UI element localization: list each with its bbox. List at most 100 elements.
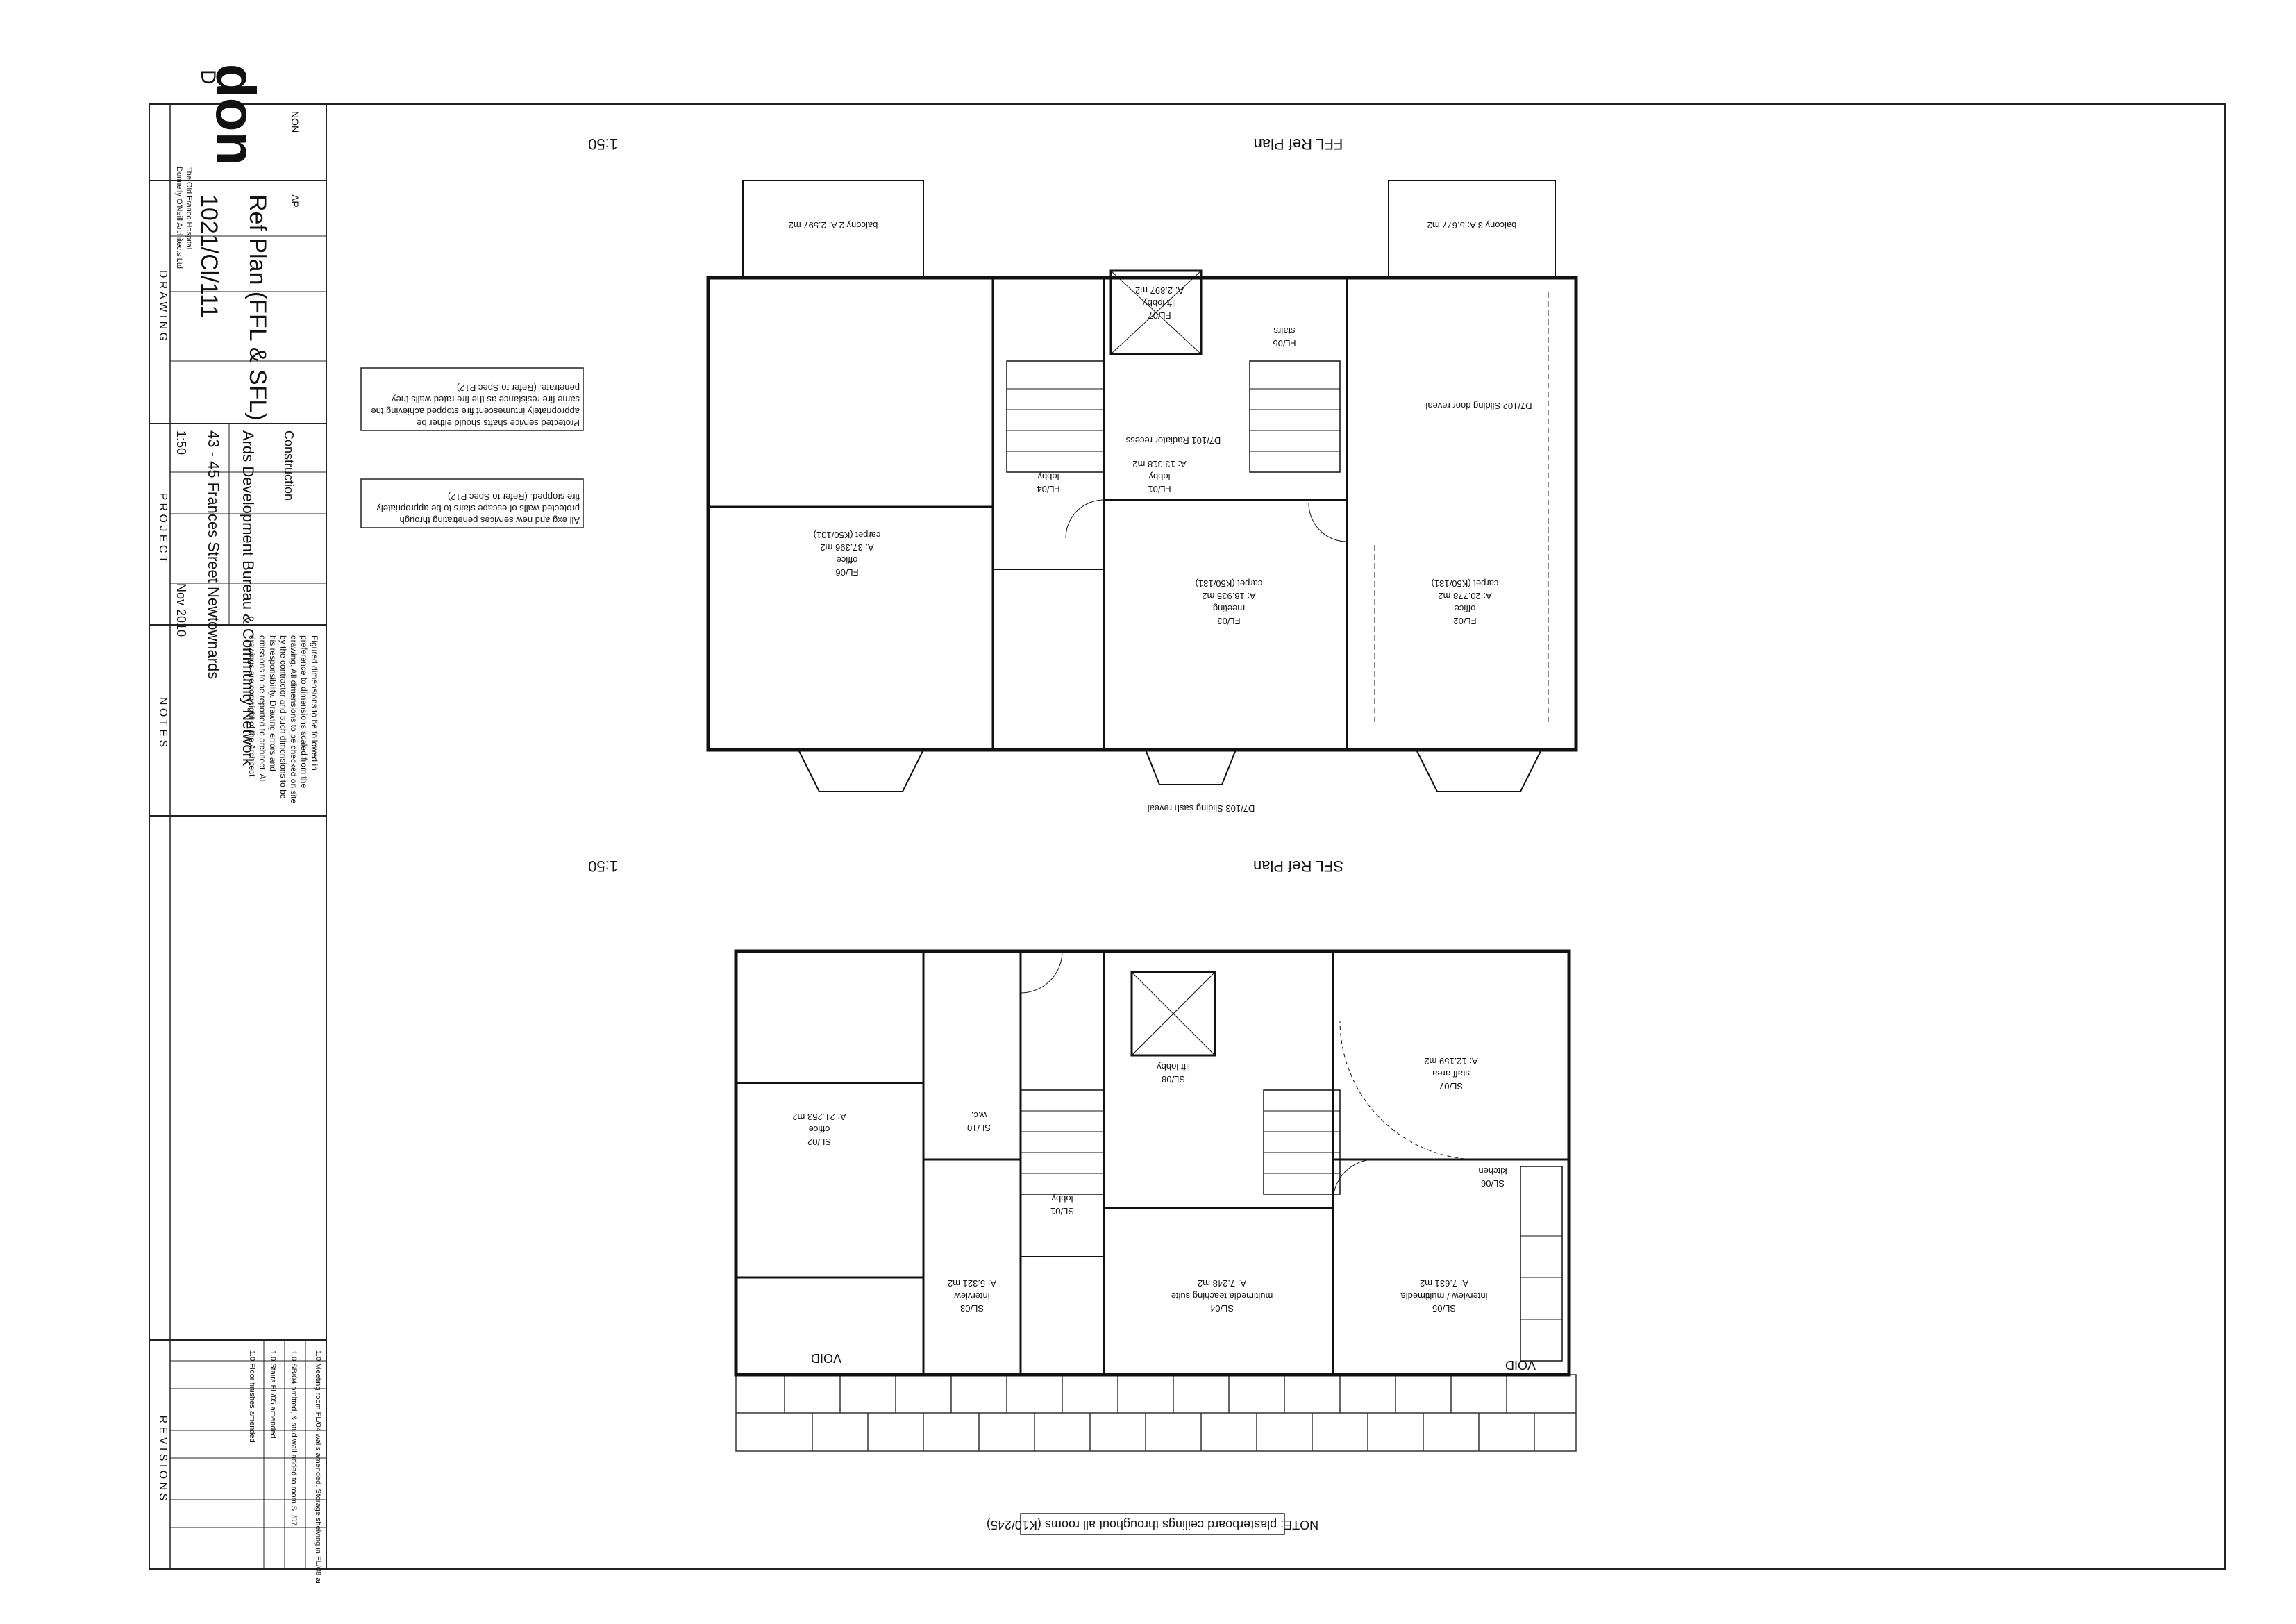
room-sl-05-name: interview / multimedia (1400, 1291, 1488, 1301)
room-sl-07-name: staff area (1432, 1069, 1470, 1079)
callout-sliding-sash: D7/103 Sliding sash reveal (1148, 803, 1255, 814)
ffl-plan-title: FFL Ref Plan (1254, 135, 1343, 153)
revisions-heading: R E V I S I O N S (157, 1416, 169, 1501)
balcony-3: balcony 3 A: 5.677 m2 (1427, 220, 1517, 231)
sfl-walls (734, 949, 1571, 1377)
room-fl-01-code: FL/01 (1148, 484, 1171, 494)
room-sl-05-code: SL/05 (1432, 1303, 1456, 1314)
revision-row-a: 1.0 Meeting room FL/04 walls amended. St… (314, 1350, 322, 1612)
room-sl-07-code: SL/07 (1439, 1081, 1463, 1091)
client-name: Ards Development Bureau & Community Netw… (240, 430, 257, 767)
room-sl-10-code: SL/10 (967, 1123, 991, 1133)
sfl-plan-title: SFL Ref Plan (1253, 857, 1343, 875)
logo: don (205, 64, 267, 166)
fire-notes: All exg and new services penetrating thr… (360, 367, 584, 528)
room-sl-10-name: w.c. (971, 1110, 987, 1121)
room-sl-06-name: kitchen (1478, 1166, 1507, 1176)
stage-value: Construction (282, 430, 296, 501)
room-sl-03-code: SL/03 (960, 1303, 984, 1314)
notes-box: Figured dimensions to be followed in pre… (247, 635, 319, 804)
room-fl-01-area: A: 13.318 m2 (1132, 459, 1186, 469)
room-fl-06-name: office (837, 555, 858, 565)
room-sl-04-code: SL/04 (1210, 1303, 1234, 1314)
room-fl-04-code: FL/04 (1037, 484, 1059, 494)
room-sl-08-name: lift lobby (1157, 1062, 1190, 1072)
room-fl-03-finish: carpet (K50/131) (1196, 578, 1263, 589)
balcony-2: balcony 2 A: 2.597 m2 (789, 220, 878, 231)
drawing-sheet: don Donnelly O'Neill Architects Ltd The … (56, 56, 2243, 1612)
room-fl-07-code: FL/07 (1148, 310, 1171, 321)
room-fl-03-name: meeting (1213, 603, 1245, 614)
room-sl-02-code: SL/02 (807, 1137, 831, 1147)
room-sl-04-name: multimedia teaching suite (1171, 1291, 1273, 1301)
sfl-room-labels: SL/05 interview / multimedia A: 7.631 m2… (792, 1056, 1536, 1372)
room-sl-05-area: A: 7.631 m2 (1420, 1278, 1468, 1289)
void-right: VOID (811, 1351, 841, 1365)
date-value: Nov 2010 (174, 583, 188, 637)
room-sl-01-name: lobby (1051, 1194, 1073, 1204)
ffl-walls (706, 180, 1578, 792)
drawn-by: AP (290, 194, 301, 208)
revision-row-d: 1.0 Floor finishes amended (248, 1350, 256, 1443)
room-fl-03-area: A: 18.935 m2 (1202, 591, 1255, 601)
svg-text:1.0 SB/04 omitted, & stud wall: 1.0 SB/04 omitted, & stud wall added to … (290, 1350, 298, 1528)
room-fl-07-area: A: 2.897 m2 (1135, 285, 1184, 296)
svg-text:1.0 Floor finishes amended: 1.0 Floor finishes amended (248, 1350, 256, 1443)
room-sl-02-area: A: 21.253 m2 (792, 1112, 846, 1122)
room-sl-06-code: SL/06 (1481, 1178, 1505, 1189)
notes-text: Figured dimensions to be followed in pre… (247, 635, 319, 804)
ffl-plan: FFL Ref Plan 1:50 (360, 135, 1578, 814)
logo-text: don (205, 64, 267, 166)
room-sl-07-area: A: 12.159 m2 (1424, 1056, 1477, 1066)
drawing-canvas: don Donnelly O'Neill Architects Ltd The … (149, 64, 2226, 1612)
svg-text:1.0 Meeting room FL/04 walls a: 1.0 Meeting room FL/04 walls amended. St… (314, 1350, 322, 1583)
sfl-plan-scale: 1:50 (588, 857, 618, 875)
title-block: don Donnelly O'Neill Architects Ltd The … (149, 64, 327, 1612)
fire-note-2: Protected service shafts should either b… (371, 383, 580, 428)
room-fl-01-name: lobby (1148, 471, 1171, 482)
rotated-drawing: don Donnelly O'Neill Architects Ltd The … (56, 56, 2243, 1612)
revision-letter: D (196, 69, 219, 85)
callout-sliding-door: D7/102 Sliding door reveal (1425, 401, 1532, 411)
ceiling-note: NOTE: plasterboard ceilings throughout a… (987, 1518, 1318, 1532)
firm-details: Donnelly O'Neill Architects Ltd The Old … (175, 167, 193, 269)
room-fl-06-area: A: 37.396 m2 (820, 542, 873, 553)
sfl-plan: SFL Ref Plan 1:50 (588, 857, 1577, 1535)
room-fl-05-code: FL/05 (1273, 338, 1296, 349)
ffl-room-labels: FL/02 office A: 20.778 m2 carpet (K50/13… (789, 220, 1532, 814)
revision-row-b: 1.0 SB/04 omitted, & stud wall added to … (290, 1350, 298, 1528)
project-name: 43 - 45 Frances Street Newtownards (205, 430, 222, 679)
drawing-number: 1021/Cl/111 (196, 194, 222, 318)
room-sl-04-area: A: 7.248 m2 (1198, 1278, 1246, 1289)
drawing-title: Ref Plan (FFL & SFL) (244, 194, 271, 421)
firm-name: Donnelly O'Neill Architects Ltd (175, 167, 183, 269)
ceiling-note-box (1020, 1513, 1285, 1535)
room-fl-07-name: lift lobby (1143, 298, 1176, 308)
room-sl-08-code: SL/08 (1162, 1074, 1185, 1085)
room-fl-03-code: FL/03 (1217, 616, 1240, 626)
void-left: VOID (1505, 1358, 1536, 1372)
approved-by: NON (290, 111, 301, 133)
svg-text:1.0 Stairs FL/05 amended: 1.0 Stairs FL/05 amended (269, 1350, 277, 1439)
pavement (735, 1374, 1577, 1452)
room-sl-03-name: interview (954, 1291, 990, 1301)
room-fl-04-name: lobby (1037, 471, 1059, 482)
room-fl-06-finish: carpet (K50/131) (814, 530, 881, 540)
room-sl-01-code: SL/01 (1050, 1206, 1074, 1216)
room-fl-05-name: stairs (1273, 326, 1296, 336)
notes-heading: N O T E S (157, 697, 169, 747)
room-fl-02-area: A: 20.778 m2 (1438, 591, 1491, 601)
firm-address-1: The Old Franco Hospital (185, 167, 193, 249)
room-fl-02-finish: carpet (K50/131) (1432, 578, 1499, 589)
room-fl-06-code: FL/06 (835, 567, 858, 578)
room-fl-02-code: FL/02 (1453, 616, 1476, 626)
callout-radiator-recess: D7/101 Radiator recess (1125, 435, 1221, 446)
scale-value: 1:50 (174, 430, 188, 455)
ffl-plan-scale: 1:50 (588, 135, 618, 153)
room-sl-02-name: office (809, 1124, 830, 1135)
fire-note-1: All exg and new services penetrating thr… (376, 492, 580, 526)
drawing-heading: D R A W I N G (157, 270, 169, 341)
revision-row-c: 1.0 Stairs FL/05 amended (269, 1350, 277, 1439)
room-sl-03-area: A: 5.321 m2 (948, 1278, 996, 1289)
project-heading: P R O J E C T (157, 493, 169, 563)
